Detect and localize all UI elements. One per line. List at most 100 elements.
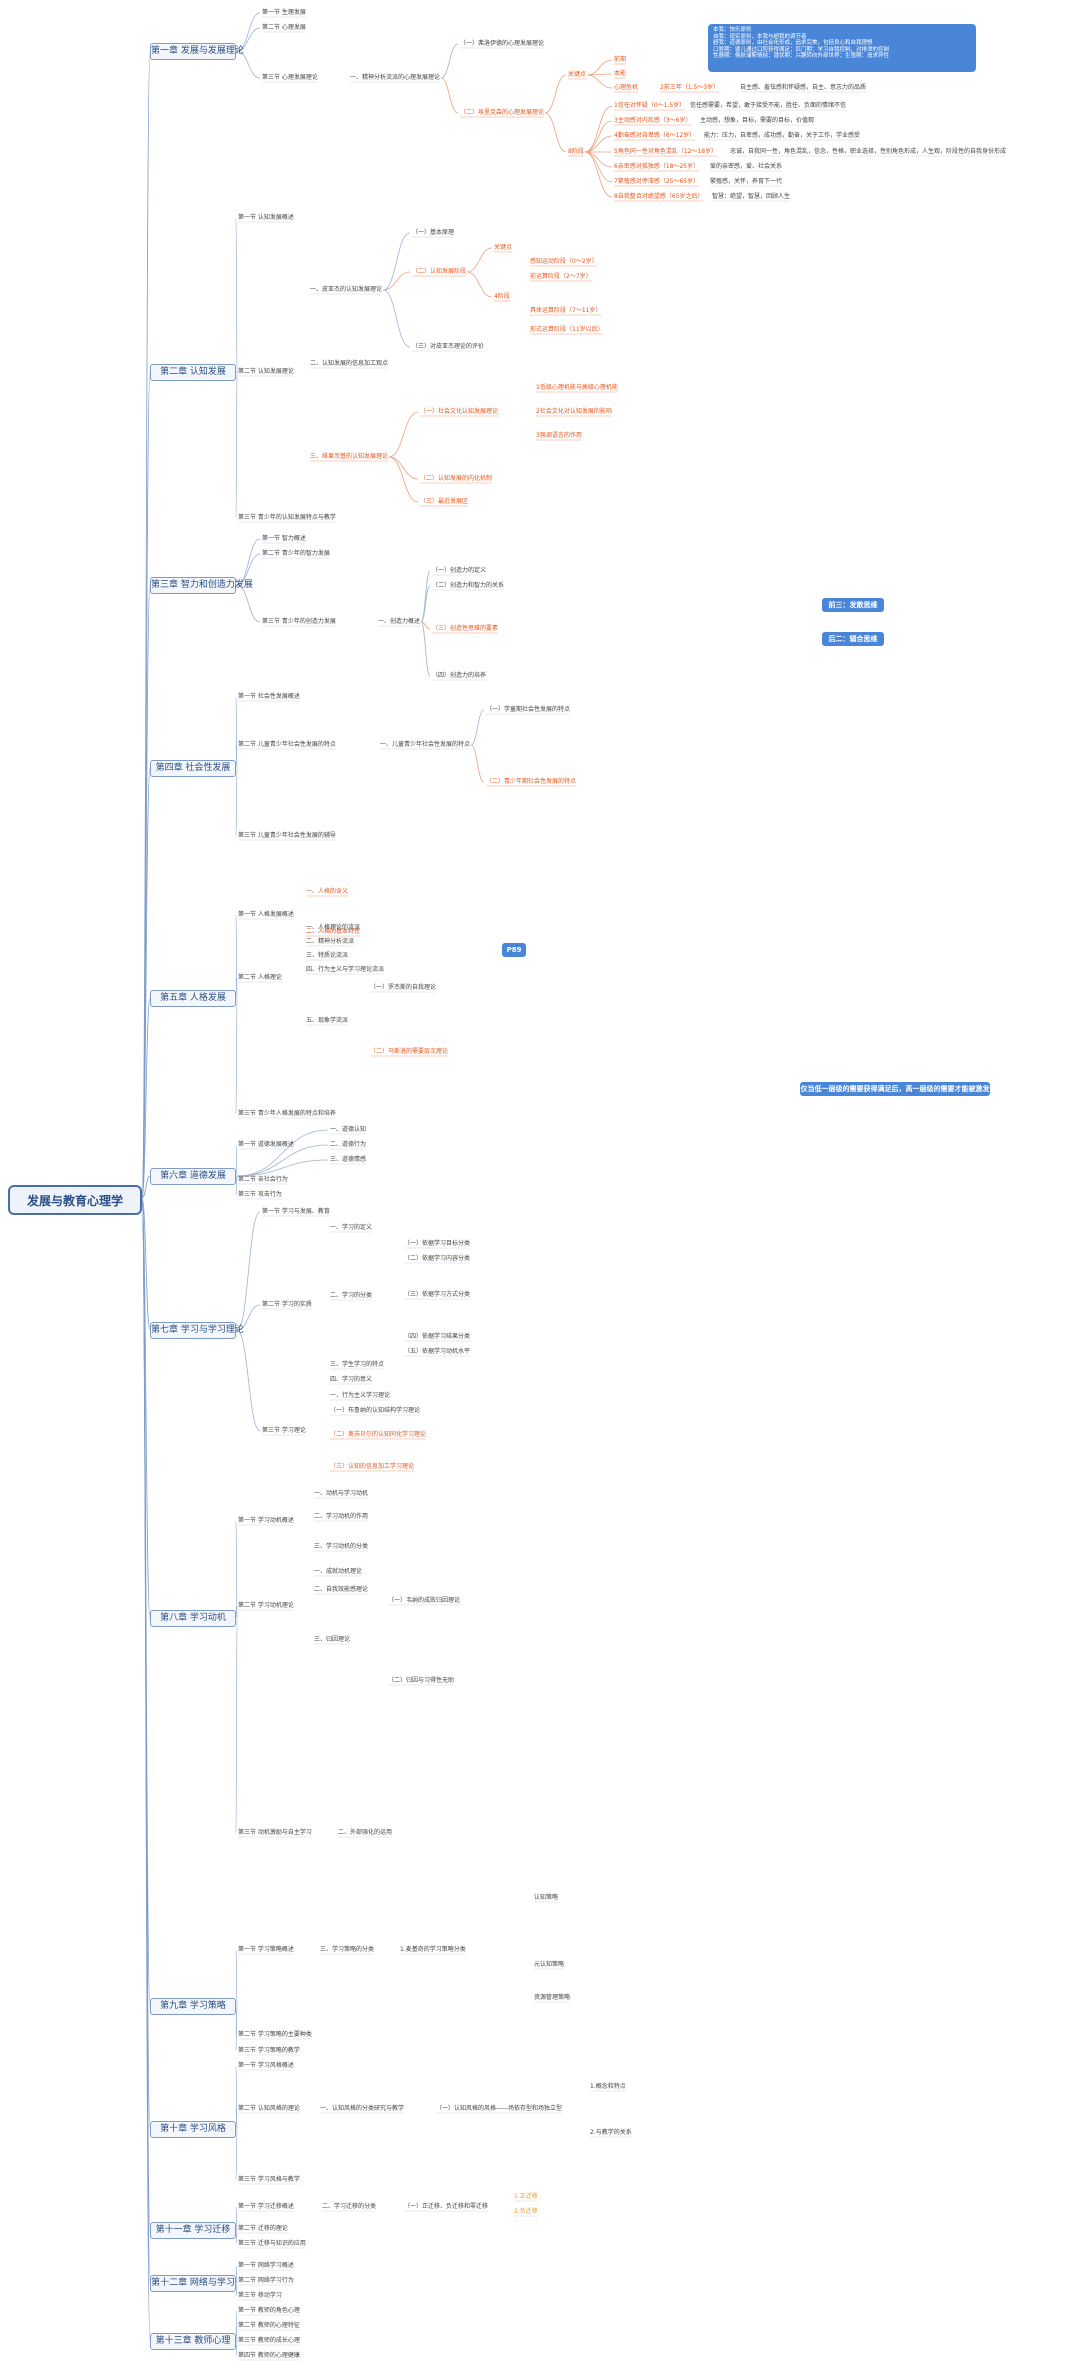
topic-node[interactable]: 4阶段	[494, 293, 510, 300]
chapter-node[interactable]: 第十二章 网络与学习	[150, 2275, 236, 2292]
topic-node[interactable]: （二）青少年期社会性发展的特点	[486, 778, 577, 785]
topic-node[interactable]: （一）认知风格的风格——场依存型和场独立型	[436, 2105, 563, 2112]
topic-node[interactable]: 二、外部强化的运用	[338, 1829, 393, 1836]
topic-node[interactable]: （三）创造性思维的要素	[432, 625, 499, 632]
topic-node[interactable]: 三、归因理论	[314, 1636, 351, 1643]
topic-node[interactable]: 第三节 攻击行为	[238, 1191, 282, 1198]
topic-node[interactable]: 第四节 教师的心理健康	[238, 2352, 300, 2359]
topic-node[interactable]: 资源管理策略	[534, 1994, 571, 2001]
chapter-node[interactable]: 第四章 社会性发展	[150, 760, 236, 777]
topic-node[interactable]: 第一节 人格发展概述	[238, 911, 294, 918]
chapter-node[interactable]: 第二章 认知发展	[150, 364, 236, 381]
topic-node[interactable]: 主动感，想象，目标，需要的目标，价值观	[700, 117, 815, 124]
topic-node[interactable]: （二）依据学习内容分类	[404, 1255, 471, 1262]
topic-node[interactable]: 第一节 学习策略概述	[238, 1946, 294, 1953]
topic-node[interactable]: 第二节 学习动机理论	[238, 1602, 294, 1609]
topic-node[interactable]: 第二节 心理发展	[262, 24, 306, 31]
topic-node[interactable]: 第三节 青少年人格发展的特点和培养	[238, 1110, 336, 1117]
topic-node[interactable]: 忠诚，自我同一性，角色混乱，信念，性格，职业选择，性别角色形成，人生观，阶段性的…	[730, 148, 1007, 155]
topic-node[interactable]: 能力：压力，自卑感，成功感，勤奋，关于工作，学业感受	[704, 132, 861, 139]
topic-node[interactable]: 第一节 学习与发展、教育	[262, 1208, 330, 1215]
chapter-node[interactable]: 第十三章 教师心理	[150, 2333, 236, 2350]
topic-node[interactable]: 第二节 迁移的理论	[238, 2225, 288, 2232]
topic-node[interactable]: 第一节 学习风格概述	[238, 2062, 294, 2069]
topic-node[interactable]: （二）创造力和智力的关系	[432, 582, 505, 589]
topic-node[interactable]: 第一节 认知发展概述	[238, 214, 294, 221]
topic-node[interactable]: 五、现象学流派	[306, 1017, 349, 1024]
topic-node[interactable]: 第二节 儿童青少年社会性发展的特点	[238, 741, 336, 748]
topic-node[interactable]: 第三节 动机激励与自主学习	[238, 1829, 312, 1836]
topic-node[interactable]: 第三节 儿童青少年社会性发展的辅导	[238, 832, 336, 839]
topic-node[interactable]: 1.正迁移	[514, 2193, 538, 2200]
topic-node[interactable]: 四、学习的意义	[330, 1376, 373, 1383]
topic-node[interactable]: （一）韦纳的成败归因理论	[388, 1597, 461, 1604]
topic-node[interactable]: （一）社会文化认知发展理论	[420, 408, 499, 415]
topic-node[interactable]: 信任感需要，希望，敢于接受不能，胜任、负面的情绪不信	[690, 102, 847, 109]
topic-node[interactable]: 一、人格的含义	[306, 888, 349, 895]
topic-node[interactable]: （三）依据学习方式分类	[404, 1291, 471, 1298]
topic-node[interactable]: 一、儿童青少年社会性发展的特点	[380, 741, 471, 748]
topic-node[interactable]: 1低级心理机能与高级心理机能	[536, 384, 618, 391]
topic-node[interactable]: 三、特质论流派	[306, 952, 349, 959]
topic-node[interactable]: 形式运算阶段（11岁以后）	[530, 326, 604, 333]
topic-node[interactable]: 三、道德情感	[330, 1156, 367, 1163]
topic-node[interactable]: 第一节 学习动机概述	[238, 1517, 294, 1524]
topic-node[interactable]: 三、学习策略的分类	[320, 1946, 375, 1953]
topic-node[interactable]: 第二节 学习策略的主要种类	[238, 2031, 312, 2038]
topic-node[interactable]: 一、创造力概述	[378, 618, 421, 625]
topic-node[interactable]: 第三节 心理发展理论	[262, 74, 318, 81]
topic-node[interactable]: 一、学习的定义	[330, 1224, 373, 1231]
topic-node[interactable]: 三、学习动机的分类	[314, 1543, 369, 1550]
topic-node[interactable]: 1信任对怀疑（0～1.5岁）	[614, 102, 686, 109]
topic-node[interactable]: 一、行为主义学习理论	[330, 1392, 391, 1399]
topic-node[interactable]: 5角色同一性对角色混乱（12～18岁）	[614, 148, 718, 155]
topic-node[interactable]: 第三节 青少年的认知发展特点与教学	[238, 514, 336, 521]
topic-node[interactable]: 本能	[614, 70, 627, 77]
topic-node[interactable]: 2.负迁移	[514, 2208, 538, 2215]
topic-node[interactable]: 3强调语言的作用	[536, 432, 582, 439]
topic-node[interactable]: 爱的亲密感，爱、社会关系	[710, 163, 783, 170]
mindmap-root[interactable]: 发展与教育心理学	[8, 1185, 142, 1215]
topic-node[interactable]: 智慧：绝望，智慧，回顾人生	[712, 193, 791, 200]
topic-node[interactable]: 感知运动阶段（0～2岁）	[530, 258, 598, 265]
chapter-node[interactable]: 第一章 发展与发展理论	[150, 43, 244, 60]
topic-node[interactable]: 1.麦基奇的学习策略分类	[400, 1946, 466, 1953]
topic-node[interactable]: 繁殖感，关怀，养育下一代	[710, 178, 783, 185]
topic-node[interactable]: 第二节 亲社会行为	[238, 1176, 288, 1183]
topic-node[interactable]: （二）埃里克森的心理发展理论	[460, 109, 545, 116]
topic-node[interactable]: （一）罗杰斯的自我理论	[370, 984, 437, 991]
chapter-node[interactable]: 第五章 人格发展	[150, 990, 236, 1007]
chapter-node[interactable]: 第三章 智力和创造力发展	[150, 577, 253, 594]
topic-node[interactable]: 二、学习动机的作用	[314, 1513, 369, 1520]
topic-node[interactable]: 第一节 生理发展	[262, 9, 306, 16]
topic-node[interactable]: 第一节 智力概述	[262, 535, 306, 542]
topic-node[interactable]: 心理危机	[614, 84, 639, 91]
topic-node[interactable]: （一）弗洛伊德的心理发展理论	[460, 40, 545, 47]
topic-node[interactable]: 第三节 教师的成长心理	[238, 2337, 300, 2344]
topic-node[interactable]: （三）最近发展区	[420, 498, 469, 505]
topic-node[interactable]: （二）马斯洛的需要层次理论	[370, 1048, 449, 1055]
topic-node[interactable]: 第三节 青少年的创造力发展	[262, 618, 336, 625]
topic-node[interactable]: （二）认知发展阶段	[412, 268, 467, 275]
topic-node[interactable]: 三、维果茨基的认知发展理论	[310, 453, 389, 460]
topic-node[interactable]: （四）依据学习结果分类	[404, 1333, 471, 1340]
topic-node[interactable]: 第三节 学习策略的教学	[238, 2047, 300, 2054]
topic-node[interactable]: 第二节 认知发展理论	[238, 368, 294, 375]
topic-node[interactable]: 一、成就动机理论	[314, 1568, 363, 1575]
topic-node[interactable]: 第一节 教师的角色心理	[238, 2307, 300, 2314]
topic-node[interactable]: 二、道德行为	[330, 1141, 367, 1148]
topic-node[interactable]: 第三节 学习理论	[262, 1427, 306, 1434]
topic-node[interactable]: 第一节 网络学习概述	[238, 2262, 294, 2269]
topic-node[interactable]: 一、人格理论的流派	[306, 924, 361, 931]
chapter-node[interactable]: 第九章 学习策略	[150, 1998, 236, 2015]
topic-node[interactable]: 一、道德认知	[330, 1126, 367, 1133]
topic-node[interactable]: 自主感、羞怯感和怀疑感，自主、意志力的品质	[740, 84, 867, 91]
topic-node[interactable]: 6亲密感对孤独感（18～25岁）	[614, 163, 700, 170]
chapter-node[interactable]: 第七章 学习与学习理论	[150, 1322, 244, 1339]
topic-node[interactable]: 关键点	[568, 71, 587, 78]
topic-node[interactable]: 第二节 认知风格的理论	[238, 2105, 300, 2112]
topic-node[interactable]: 三、学生学习的特点	[330, 1361, 385, 1368]
topic-node[interactable]: 8自我整合对绝望感（65岁之后）	[614, 193, 704, 200]
topic-node[interactable]: 前期	[614, 56, 627, 63]
topic-node[interactable]: 第一节 道德发展概述	[238, 1141, 294, 1148]
